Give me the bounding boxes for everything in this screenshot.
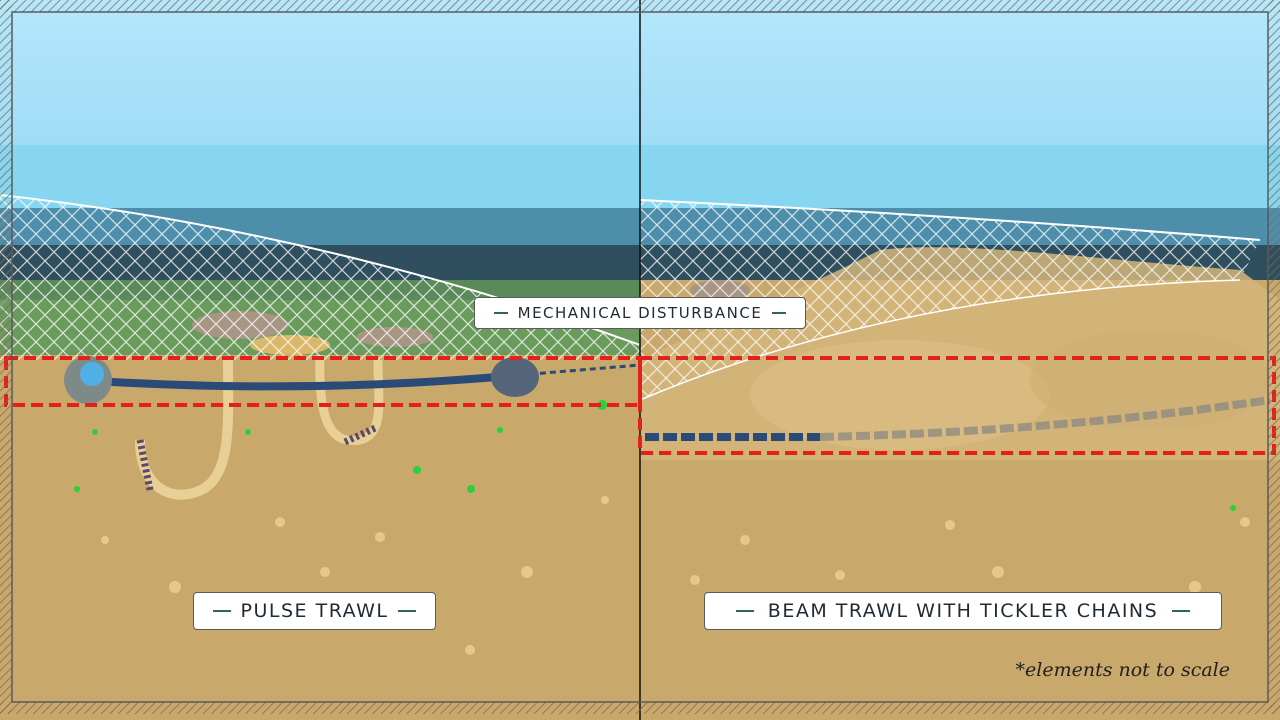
mechanical-disturbance-label: MECHANICAL DISTURBANCE xyxy=(474,297,806,329)
shoe-float-icon xyxy=(491,357,539,397)
pulse-trawl-label: PULSE TRAWL xyxy=(193,592,436,630)
electrode-cable-icon xyxy=(79,371,521,391)
tickler-chain-icon xyxy=(819,396,1271,441)
beam-highlight-box xyxy=(638,356,1276,455)
trawl-net-icon xyxy=(640,200,1260,400)
dash-right xyxy=(772,312,787,314)
dash-right xyxy=(398,610,417,612)
mechanical-disturbance-text: MECHANICAL DISTURBANCE xyxy=(517,304,763,322)
worm-icon xyxy=(136,439,154,491)
dash-right xyxy=(1172,610,1191,612)
dash-left xyxy=(493,312,508,314)
beam-trawl-text: BEAM TRAWL WITH TICKLER CHAINS xyxy=(767,600,1159,622)
dash-left xyxy=(735,610,754,612)
beam-trawl-panel xyxy=(640,199,1280,720)
pulse-trawl-text: PULSE TRAWL xyxy=(240,600,389,622)
footnote: *elements not to scale xyxy=(1015,659,1231,681)
beam-trawl-label: BEAM TRAWL WITH TICKLER CHAINS xyxy=(704,592,1222,630)
worm-burrow xyxy=(315,354,384,446)
dash-left xyxy=(212,610,231,612)
